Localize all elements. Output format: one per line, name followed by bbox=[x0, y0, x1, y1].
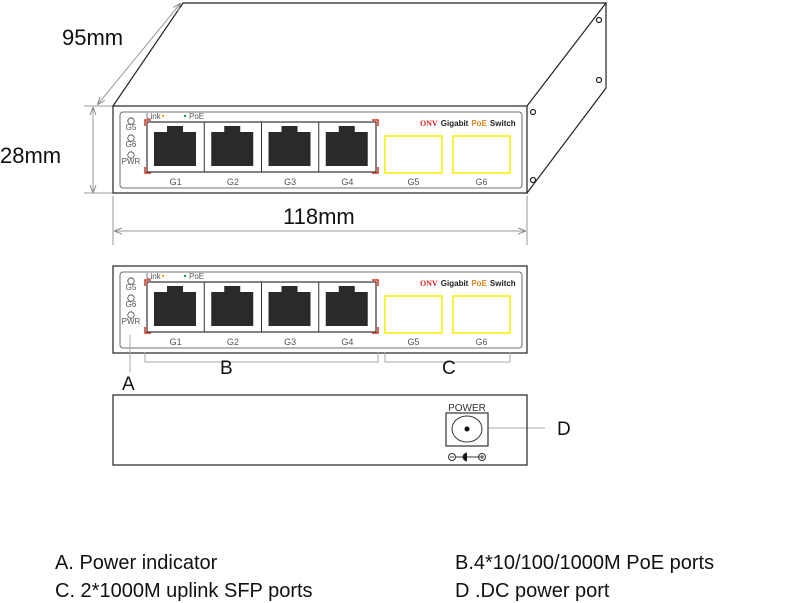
callout-c: C bbox=[442, 358, 456, 379]
poe-dot bbox=[183, 274, 187, 278]
port-label: G6 bbox=[475, 337, 487, 347]
link-dot bbox=[161, 114, 165, 118]
width-dimension: 118mm bbox=[283, 204, 355, 229]
dimension-lines bbox=[84, 4, 528, 245]
rj45-port-icon bbox=[211, 126, 254, 166]
legend-a: A. Power indicator bbox=[55, 552, 218, 574]
link-indicator-label: Link bbox=[146, 272, 162, 281]
callout-d: D bbox=[557, 419, 571, 440]
product-text: Gigabit bbox=[441, 119, 469, 128]
link-dot bbox=[161, 274, 165, 278]
rj45-port-icon bbox=[211, 286, 254, 326]
brand-logo: ONV bbox=[420, 279, 438, 288]
port-label: G5 bbox=[407, 337, 419, 347]
height-dimension: 28mm bbox=[0, 143, 61, 168]
sfp-port bbox=[384, 295, 443, 334]
product-poe: PoE bbox=[471, 119, 487, 128]
port-label: G3 bbox=[284, 337, 296, 347]
poe-dot bbox=[183, 114, 187, 118]
port-label: G2 bbox=[227, 337, 239, 347]
poe-indicator-label: PoE bbox=[189, 272, 204, 281]
legend-d: D .DC power port bbox=[455, 580, 610, 602]
port-label: G4 bbox=[341, 337, 353, 347]
product-text: Switch bbox=[490, 279, 516, 288]
depth-dimension: 95mm bbox=[62, 25, 123, 50]
callout-a: A bbox=[122, 374, 135, 395]
callout-b: B bbox=[220, 358, 233, 379]
callout-lines bbox=[129, 335, 545, 429]
panel-inner bbox=[119, 111, 523, 189]
led-label: PWR bbox=[122, 317, 141, 326]
led-icon bbox=[127, 311, 135, 319]
port-label: G6 bbox=[475, 177, 487, 187]
port-group-bracket bbox=[144, 279, 379, 334]
rj45-port-icon bbox=[325, 286, 368, 326]
led-label: G6 bbox=[126, 300, 137, 309]
product-text: Gigabit bbox=[441, 279, 469, 288]
legend-c: C. 2*1000M uplink SFP ports bbox=[55, 580, 313, 602]
led-icon bbox=[127, 294, 135, 302]
poe-indicator-label: PoE bbox=[189, 112, 204, 121]
led-icon bbox=[127, 277, 135, 285]
product-text: Switch bbox=[490, 119, 516, 128]
back-panel: POWER bbox=[112, 394, 528, 466]
port-label: G1 bbox=[170, 337, 182, 347]
brand-logo: ONV bbox=[420, 119, 438, 128]
led-icon bbox=[127, 134, 135, 142]
sfp-port bbox=[452, 135, 511, 174]
panel-inner bbox=[119, 271, 523, 349]
port-label: G3 bbox=[284, 177, 296, 187]
led-label: PWR bbox=[122, 157, 141, 166]
led-label: G5 bbox=[126, 283, 137, 292]
port-group-bracket bbox=[144, 119, 379, 174]
led-label: G6 bbox=[126, 140, 137, 149]
led-label: G5 bbox=[126, 123, 137, 132]
sfp-port bbox=[384, 135, 443, 174]
dc-power-jack bbox=[445, 412, 489, 447]
rj45-port-icon bbox=[268, 286, 311, 326]
led-icon bbox=[127, 117, 135, 125]
rj45-port-icon bbox=[154, 126, 196, 166]
rj45-port-icon bbox=[325, 126, 368, 166]
legend-b: B.4*10/100/1000M PoE ports bbox=[455, 552, 714, 574]
product-poe: PoE bbox=[471, 279, 487, 288]
led-icon bbox=[127, 151, 135, 159]
link-indicator-label: Link bbox=[146, 112, 162, 121]
port-label: G1 bbox=[170, 177, 182, 187]
polarity-icon bbox=[448, 452, 486, 462]
port-label: G2 bbox=[227, 177, 239, 187]
sfp-port bbox=[452, 295, 511, 334]
rj45-port-icon bbox=[154, 286, 196, 326]
port-label: G5 bbox=[407, 177, 419, 187]
rj45-port-icon bbox=[268, 126, 311, 166]
port-label: G4 bbox=[341, 177, 353, 187]
power-label: POWER bbox=[448, 403, 486, 414]
